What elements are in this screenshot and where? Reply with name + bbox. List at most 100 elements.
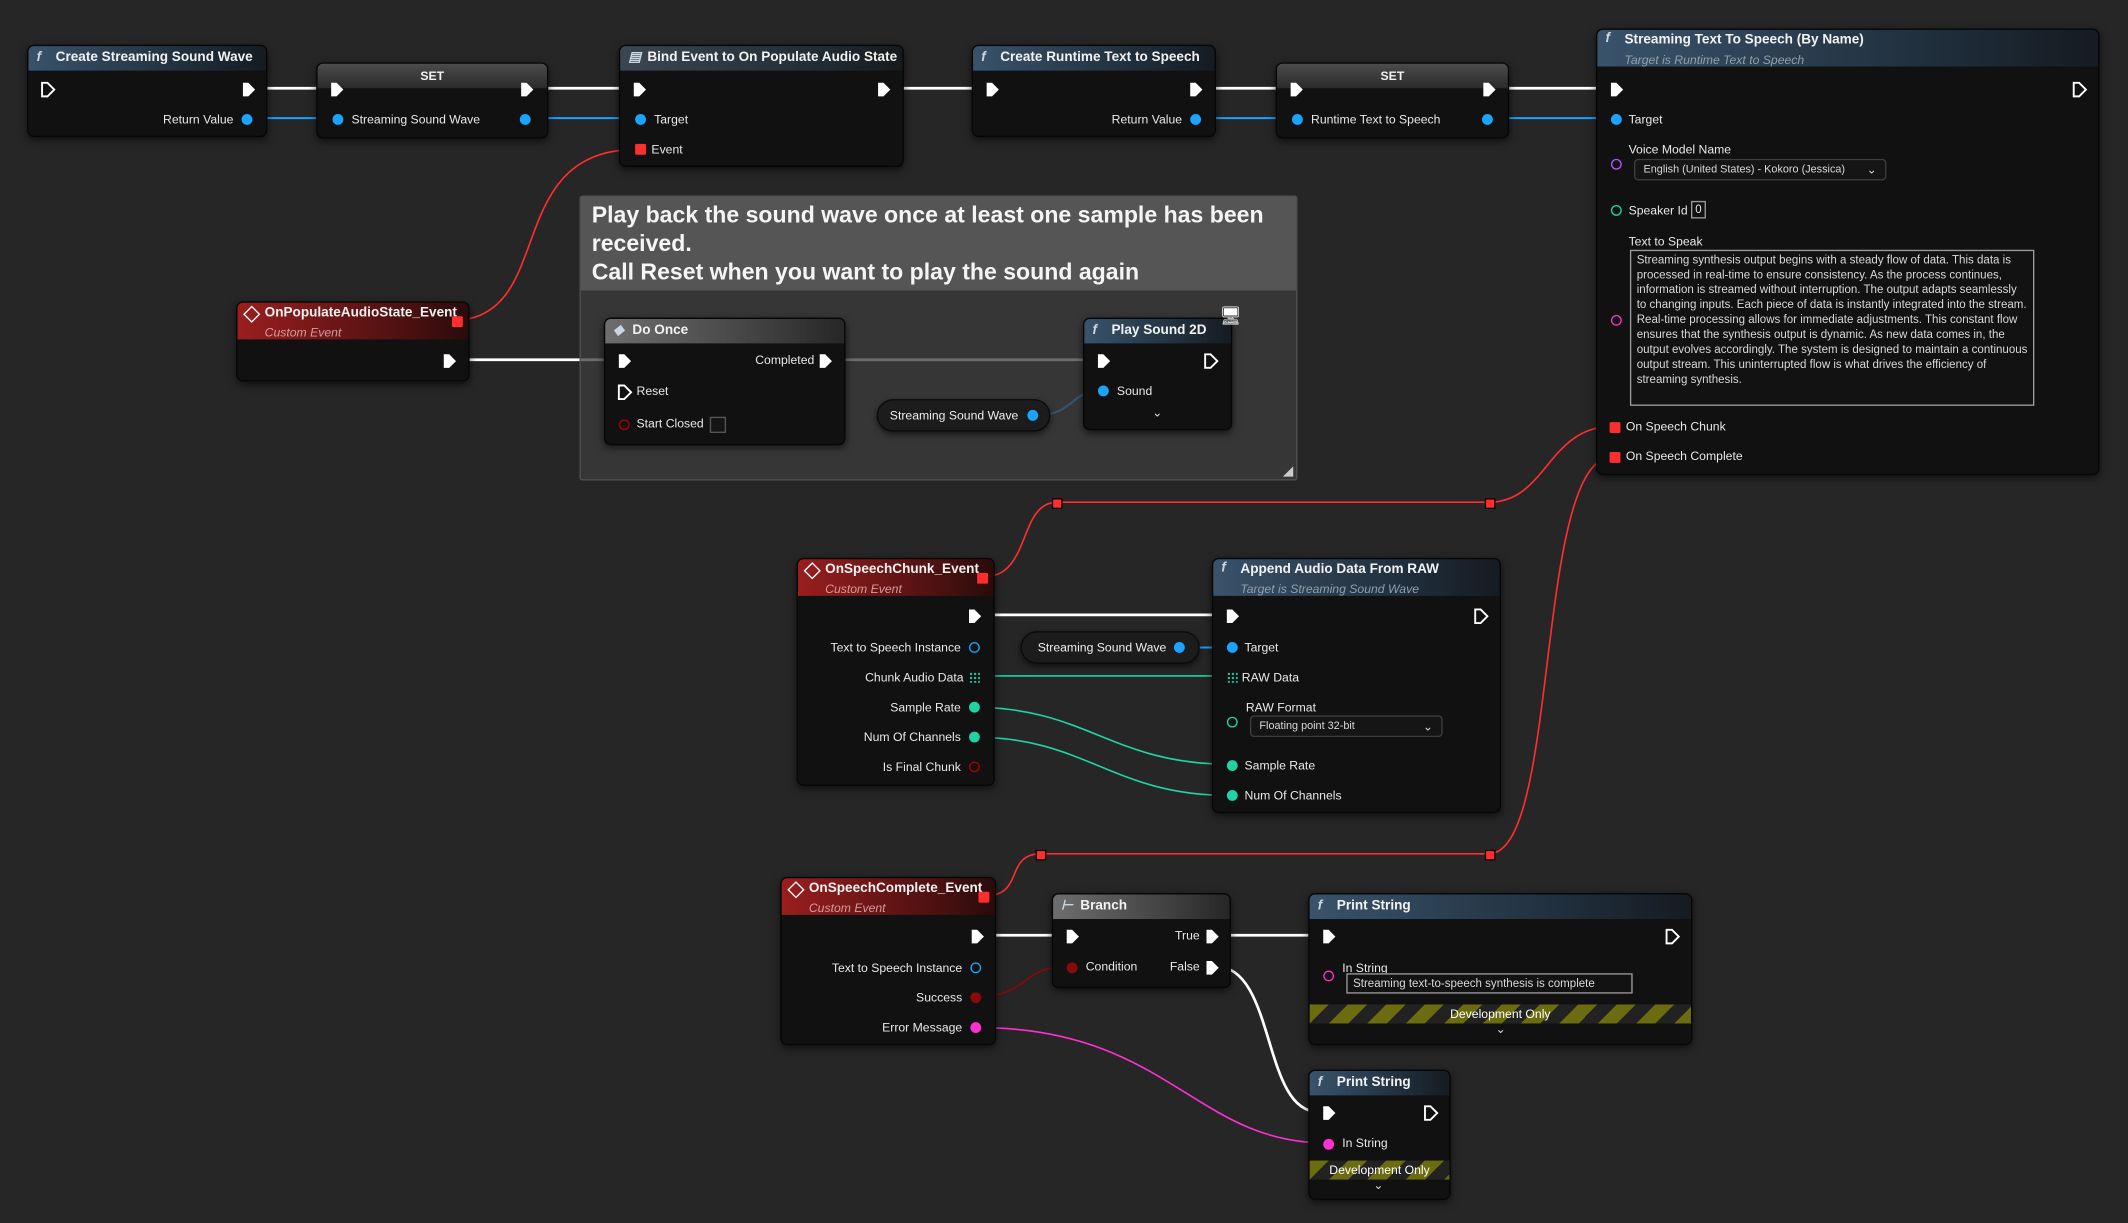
in-string-field[interactable]: Streaming text-to-speech synthesis is co… [1346,973,1633,994]
return-value-pin[interactable] [1190,114,1202,125]
var-get-streaming-sound-wave[interactable]: Streaming Sound Wave [1020,631,1200,664]
reroute-node[interactable] [1051,498,1063,510]
exec-out-pin[interactable] [1202,353,1219,369]
node-do-once[interactable]: ◆Do Once Completed Reset Start Closed [603,317,846,446]
delegate-pin[interactable] [451,316,463,328]
exec-out-pin[interactable] [966,608,982,624]
target-pin[interactable] [1610,114,1622,125]
exec-in-pin[interactable] [1224,608,1240,624]
exec-out-pin[interactable] [518,81,534,97]
pin-label-return-value: Return Value [163,112,234,127]
exec-in-pin[interactable] [328,81,344,97]
target-pin[interactable] [1226,642,1238,653]
num-channels-pin[interactable] [969,731,980,743]
exec-out-pin[interactable] [1422,1105,1439,1121]
exec-out-pin[interactable] [1481,81,1497,97]
input-pin[interactable] [332,114,344,125]
output-pin[interactable] [1482,114,1493,125]
exec-out-pin[interactable] [441,353,457,369]
on-speech-complete-pin[interactable] [1609,452,1621,463]
exec-in-pin[interactable] [1095,353,1111,369]
node-branch[interactable]: ⊢Branch True Condition False [1051,893,1231,989]
exec-out-pin[interactable] [1664,928,1681,945]
chevron-down-icon[interactable]: ⌄ [1152,405,1163,420]
speaker-id-pin[interactable] [1610,204,1622,216]
exec-out-pin[interactable] [1188,81,1204,97]
return-value-pin[interactable] [241,114,253,125]
exec-out-pin[interactable] [240,81,256,97]
output-pin[interactable] [519,114,531,125]
speaker-id-field[interactable]: 0 [1691,200,1706,219]
exec-out-pin[interactable] [969,928,985,944]
condition-pin[interactable] [1066,962,1078,974]
sound-pin[interactable] [1097,385,1109,397]
exec-in-pin[interactable] [39,81,56,98]
exec-in-pin[interactable] [1064,928,1080,944]
voice-model-dropdown[interactable]: English (United States) - Kokoro (Jessic… [1634,158,1887,181]
exec-out-pin[interactable] [875,81,891,97]
output-pin[interactable] [1027,409,1039,421]
reroute-node[interactable] [1484,498,1496,510]
delegate-pin[interactable] [977,572,989,584]
exec-out-pin[interactable] [1473,608,1489,624]
raw-data-pin[interactable] [1226,671,1238,683]
exec-in-pin[interactable] [1608,81,1624,97]
is-final-chunk-pin[interactable] [969,761,980,773]
in-string-pin[interactable] [1323,1138,1335,1150]
voice-model-pin[interactable] [1610,158,1622,170]
event-pin[interactable] [635,143,647,155]
exec-in-pin[interactable] [1288,81,1304,97]
exec-in-pin[interactable] [1321,928,1337,944]
exec-true-pin[interactable] [1204,928,1220,944]
exec-in-pin[interactable] [1321,1105,1337,1121]
sample-rate-pin[interactable] [969,701,980,713]
chevron-down-icon[interactable]: ⌄ [1373,1178,1384,1192]
resize-handle-icon[interactable]: ◢ [1282,464,1294,480]
sample-rate-pin[interactable] [1226,760,1238,771]
error-message-pin[interactable] [970,1022,982,1033]
target-pin[interactable] [635,114,647,125]
in-string-pin[interactable] [1323,970,1335,982]
success-pin[interactable] [970,992,982,1004]
reroute-node[interactable] [1484,849,1496,861]
input-pin[interactable] [1292,114,1303,125]
tts-instance-pin[interactable] [970,962,982,974]
exec-in-pin[interactable] [984,81,1000,97]
exec-out-pin[interactable] [817,353,833,369]
on-speech-chunk-pin[interactable] [1609,422,1621,434]
chunk-audio-data-pin[interactable] [969,671,980,683]
exec-in-pin[interactable] [616,353,632,369]
var-get-streaming-sound-wave[interactable]: Streaming Sound Wave [876,399,1051,432]
output-pin[interactable] [1173,642,1185,653]
node-set-runtime-tts[interactable]: SET Runtime Text to Speech [1275,62,1510,139]
start-closed-pin[interactable] [618,419,630,431]
exec-out-pin[interactable] [2071,81,2088,98]
raw-format-dropdown[interactable]: Floating point 32-bit⌄ [1249,715,1443,738]
exec-in-pin[interactable] [631,81,647,97]
chevron-down-icon[interactable]: ⌄ [1495,1022,1506,1036]
text-to-speak-field[interactable]: Streaming synthesis output begins with a… [1629,249,2035,406]
start-closed-checkbox[interactable] [709,416,727,434]
tts-instance-pin[interactable] [969,642,980,653]
node-set-streaming-sound-wave[interactable]: SET Streaming Sound Wave [316,62,549,139]
text-to-speak-pin[interactable] [1610,314,1622,326]
exec-false-pin[interactable] [1204,960,1220,976]
node-bind-event[interactable]: ▤Bind Event to On Populate Audio State T… [618,44,904,167]
exec-reset-pin[interactable] [616,384,633,401]
num-channels-pin[interactable] [1226,789,1238,801]
reroute-node[interactable] [1035,849,1047,861]
node-title: Play Sound 2D [1111,323,1207,338]
delegate-pin[interactable] [978,891,990,903]
raw-format-pin[interactable] [1226,716,1238,728]
